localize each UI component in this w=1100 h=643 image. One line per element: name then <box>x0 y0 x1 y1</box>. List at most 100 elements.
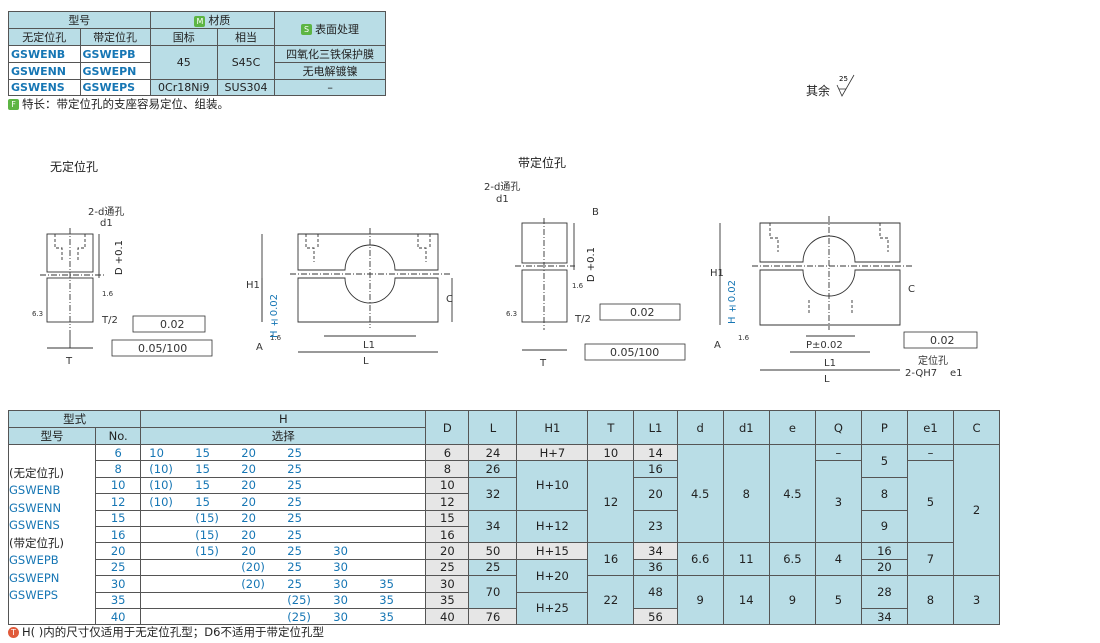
e1-cell: 8 <box>906 575 954 626</box>
h1-cell: H+15 <box>516 542 589 560</box>
front-view-hole <box>719 216 912 371</box>
h-option: 20 <box>241 544 256 559</box>
h-option: 20 <box>241 478 256 493</box>
h-option: (20) <box>241 560 265 575</box>
d-cell: 35 <box>425 591 470 609</box>
h-option: 25 <box>287 445 302 460</box>
d-cell: 40 <box>425 607 470 626</box>
l1-cell: 36 <box>633 558 678 577</box>
model-cell: GSWEPB <box>79 45 151 63</box>
d-cell: 12 <box>425 493 470 511</box>
l1-cell: 34 <box>633 542 678 560</box>
no-cell: 25 <box>95 558 142 577</box>
col-header: C <box>952 410 1001 445</box>
h-option: 35 <box>379 609 394 624</box>
no-cell: 6 <box>95 443 142 462</box>
l-cell: 50 <box>468 542 518 560</box>
title-hole: 带定位孔 <box>518 156 567 170</box>
h-option: (15) <box>195 544 219 559</box>
h-option: 15 <box>195 494 210 509</box>
d-cell: 20 <box>425 542 470 560</box>
l-cell: 24 <box>468 443 518 462</box>
d-cell: 6.6 <box>676 542 724 577</box>
h-option: 30 <box>333 560 348 575</box>
svg-text:T/2: T/2 <box>574 314 591 325</box>
t-cell: 22 <box>587 575 635 626</box>
p-cell: 9 <box>860 509 908 544</box>
svg-text:0.05/100: 0.05/100 <box>138 342 187 355</box>
no-cell: 16 <box>95 525 142 544</box>
d-cell: 30 <box>425 575 470 593</box>
h-option: 30 <box>333 576 348 591</box>
l1-cell: 56 <box>633 607 678 626</box>
col-header: L <box>468 410 518 445</box>
svg-text:A: A <box>714 340 721 351</box>
m-badge-icon: M <box>194 15 206 27</box>
d-cell: 4.5 <box>676 443 724 544</box>
svg-text:L: L <box>363 356 369 367</box>
col-header: d1 <box>722 410 770 445</box>
model-line: GSWENS <box>9 518 60 533</box>
e1-cell: 7 <box>906 542 954 577</box>
h-option: 30 <box>333 609 348 624</box>
title-nohole: 无定位孔 <box>50 160 99 174</box>
h-option: 15 <box>195 445 210 460</box>
roughness-note: 其余 <box>806 84 831 98</box>
model-line: GSWENB <box>9 483 61 498</box>
col-header: e1 <box>906 410 954 445</box>
l-cell: 34 <box>468 509 518 544</box>
no-cell: 30 <box>95 575 142 593</box>
model-line: GSWEPN <box>9 570 60 585</box>
s-badge-icon: S <box>301 24 313 35</box>
svg-text:C: C <box>908 284 915 295</box>
col-header: e <box>768 410 816 445</box>
h-option: 30 <box>333 593 348 608</box>
e-cell: 4.5 <box>768 443 816 544</box>
d-dimension-nohole: D +0.1 <box>114 240 125 276</box>
h-option: (25) <box>287 593 311 608</box>
p-cell: 34 <box>860 607 908 626</box>
model-line: (无定位孔) <box>9 465 64 480</box>
d-dimension-hole: D +0.1 <box>586 247 597 283</box>
l1-cell: 14 <box>633 443 678 462</box>
q-cell: – <box>814 443 862 462</box>
surface-cell: 无电解镀镍 <box>274 62 386 80</box>
svg-text:0.02: 0.02 <box>930 334 955 347</box>
model-cell: GSWENS <box>8 79 81 96</box>
d-cell: 6 <box>425 443 470 462</box>
gb-header: 国标 <box>149 28 218 46</box>
col-header: D <box>425 410 470 445</box>
t-cell: 10 <box>587 443 635 462</box>
h-option: (10) <box>149 494 173 509</box>
h-select-cell: (15) 20 25 <box>140 525 427 544</box>
c-cell: 2 <box>952 443 1001 577</box>
t-badge-icon: T <box>8 627 19 638</box>
l-cell: 70 <box>468 575 518 609</box>
t-cell: 12 <box>587 460 635 544</box>
svg-text:1.6: 1.6 <box>738 334 750 342</box>
no-cell: 15 <box>95 509 142 527</box>
select-header: 选择 <box>140 427 427 445</box>
h-option: 25 <box>287 527 302 542</box>
p-cell: 8 <box>860 476 908 511</box>
d-cell: 25 <box>425 558 470 577</box>
model-line: (带定位孔) <box>9 535 64 550</box>
svg-text:0.05/100: 0.05/100 <box>610 346 659 359</box>
surface-cell: – <box>274 79 386 96</box>
col-header: d <box>676 410 724 445</box>
h-option: (15) <box>195 527 219 542</box>
svg-text:25: 25 <box>839 75 848 83</box>
h-option: 20 <box>241 511 256 526</box>
q-cell: 5 <box>814 575 862 626</box>
d-cell: 16 <box>425 525 470 544</box>
l1-cell: 16 <box>633 460 678 478</box>
l-cell: 26 <box>468 460 518 478</box>
h-option: 20 <box>241 527 256 542</box>
